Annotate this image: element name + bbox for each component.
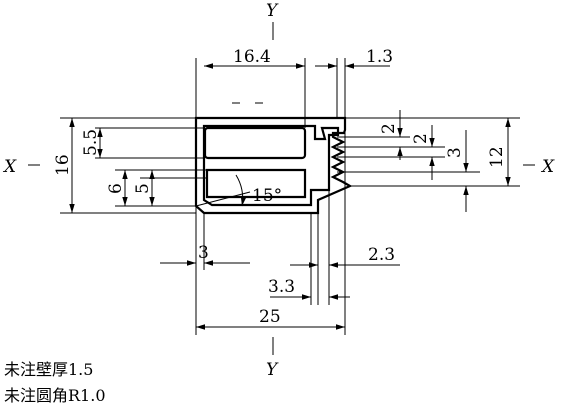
dim-lower-outer: 6: [106, 183, 126, 194]
dim-bottom-3-3: 3.3: [268, 277, 295, 297]
dim-right-12: 12: [487, 146, 507, 168]
note-wall-thickness: 未注壁厚1.5: [4, 360, 94, 379]
dim-bottom-3: 3: [198, 243, 209, 263]
dim-right-2b: 2: [411, 133, 431, 144]
dim-gap-top: 1.3: [366, 47, 393, 67]
dimension-lines: [69, 63, 511, 330]
y-axis-top-label: Y: [266, 1, 279, 21]
x-axis-right-label: X: [540, 157, 555, 177]
y-axis-bottom-label: Y: [266, 360, 279, 380]
extension-lines: [60, 58, 520, 335]
dim-right-3: 3: [445, 147, 465, 158]
dim-slot-height: 5.5: [81, 129, 101, 156]
dim-height-total: 16: [53, 154, 73, 176]
dim-lower-inner: 5: [133, 183, 153, 194]
profile-outline: [194, 116, 353, 215]
dim-bottom-2-3: 2.3: [368, 245, 395, 265]
dim-right-2a: 2: [379, 123, 399, 134]
profile-inner-contour: [202, 124, 340, 207]
note-fillet-radius: 未注圆角R1.0: [4, 386, 106, 405]
upper-slot: [203, 126, 307, 160]
dim-angle: 15°: [252, 186, 282, 206]
lower-slot: [205, 168, 307, 199]
profile-outer-contour: [194, 116, 353, 215]
center-lines: [28, 22, 535, 355]
dim-width-top: 16.4: [233, 47, 271, 67]
x-axis-left-label: X: [2, 157, 17, 177]
dimension-labels: Y Y X X 16.4 1.3 16 5.5 6 5 15° 2 2 3 12…: [2, 1, 555, 380]
dim-total-width: 25: [259, 307, 281, 327]
